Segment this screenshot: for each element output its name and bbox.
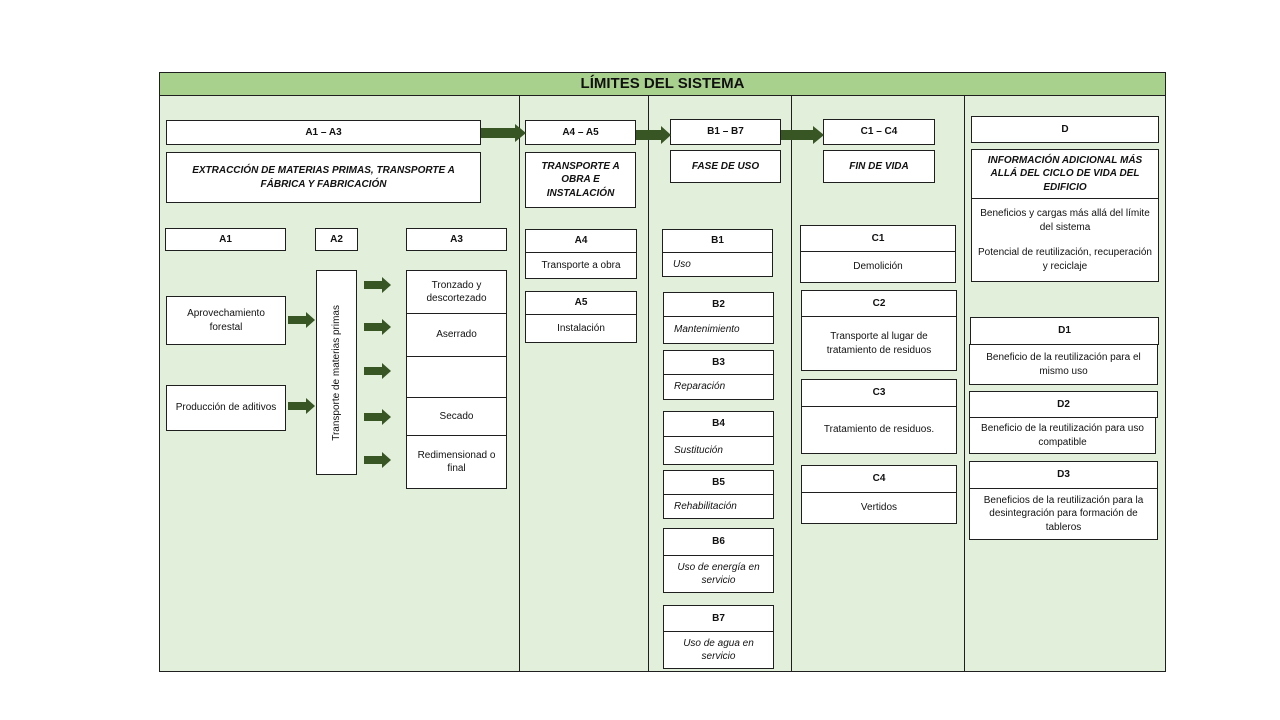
module-b2-header: B2 xyxy=(663,292,774,317)
arrow-a5-to-b1-icon xyxy=(636,126,671,144)
stage-d-description: INFORMACIÓN ADICIONAL MÁS ALLÁ DEL CICLO… xyxy=(971,149,1159,199)
stage-a1-a3-header: A1 – A3 xyxy=(166,120,481,145)
arrow-a1-to-a2-icon xyxy=(288,398,315,414)
module-c4-header: C4 xyxy=(801,465,957,493)
a2-transport-label: Transporte de materias primas xyxy=(330,304,342,441)
stage-a4-a5-description: TRANSPORTE A OBRA E INSTALACIÓN xyxy=(525,152,636,208)
column-divider xyxy=(964,95,965,671)
a1-item-forestry: Aprovechamiento forestal xyxy=(166,296,286,345)
module-b6-header: B6 xyxy=(663,528,774,556)
module-c1-header: C1 xyxy=(800,225,956,252)
stage-c1-c4-description: FIN DE VIDA xyxy=(823,150,935,183)
module-b1-header: B1 xyxy=(662,229,773,253)
stage-d-detail: Beneficios y cargas más allá del límite … xyxy=(971,198,1159,282)
module-a1-header: A1 xyxy=(165,228,286,251)
module-b3-label: Reparación xyxy=(663,374,774,400)
module-b7-label: Uso de agua en servicio xyxy=(663,631,774,669)
module-b1-label: Uso xyxy=(662,252,773,277)
module-b4-header: B4 xyxy=(663,411,774,437)
module-c1-label: Demolición xyxy=(800,251,956,283)
arrow-b7-to-c1-icon xyxy=(781,126,824,144)
column-divider xyxy=(519,95,520,671)
module-d1-label: Beneficio de la reutilización para el mi… xyxy=(969,344,1158,385)
stage-a1-a3-description: EXTRACCIÓN DE MATERIAS PRIMAS, TRANSPORT… xyxy=(166,152,481,203)
arrow-a2-to-a3-icon xyxy=(364,409,391,425)
module-b4-label: Sustitución xyxy=(663,436,774,465)
arrow-a2-to-a3-icon xyxy=(364,277,391,293)
module-b3-header: B3 xyxy=(663,350,774,375)
a2-transport-box: Transporte de materias primas xyxy=(316,270,357,475)
arrow-a3-to-a4-icon xyxy=(481,124,526,142)
stage-d-potential-text: Potencial de reutilización, recuperación… xyxy=(978,247,1152,272)
arrow-a2-to-a3-icon xyxy=(364,319,391,335)
module-a2-header: A2 xyxy=(315,228,358,251)
module-a4-label: Transporte a obra xyxy=(525,252,637,279)
module-d3-header: D3 xyxy=(969,461,1158,489)
stage-b1-b7-description: FASE DE USO xyxy=(670,150,781,183)
module-a5-label: Instalación xyxy=(525,314,637,343)
a3-item-blank xyxy=(406,356,507,398)
module-b5-header: B5 xyxy=(663,470,774,495)
diagram-title: LÍMITES DEL SISTEMA xyxy=(160,73,1165,96)
a3-item-resizing: Redimensionad o final xyxy=(406,435,507,489)
stage-d-benefits-text: Beneficios y cargas más allá del límite … xyxy=(980,208,1150,233)
module-c4-label: Vertidos xyxy=(801,492,957,524)
module-c2-header: C2 xyxy=(801,290,957,317)
module-c3-label: Tratamiento de residuos. xyxy=(801,406,957,454)
a3-item-sawing: Aserrado xyxy=(406,313,507,357)
module-d3-label: Beneficios de la reutilización para la d… xyxy=(969,488,1158,540)
module-d2-header: D2 xyxy=(969,391,1158,418)
module-a4-header: A4 xyxy=(525,229,637,253)
arrow-a2-to-a3-icon xyxy=(364,363,391,379)
column-divider xyxy=(791,95,792,671)
module-d1-header: D1 xyxy=(970,317,1159,345)
column-divider xyxy=(648,95,649,671)
stage-a4-a5-header: A4 – A5 xyxy=(525,120,636,145)
module-a5-header: A5 xyxy=(525,291,637,315)
arrow-a1-to-a2-icon xyxy=(288,312,315,328)
stage-b1-b7-header: B1 – B7 xyxy=(670,119,781,145)
module-d2-label: Beneficio de la reutilización para uso c… xyxy=(969,417,1156,454)
module-a3-header: A3 xyxy=(406,228,507,251)
stage-c1-c4-header: C1 – C4 xyxy=(823,119,935,145)
module-c3-header: C3 xyxy=(801,379,957,407)
a3-item-drying: Secado xyxy=(406,397,507,436)
module-b2-label: Mantenimiento xyxy=(663,316,774,344)
system-boundary-diagram: LÍMITES DEL SISTEMA A1 – A3 EXTRACCIÓN D… xyxy=(159,72,1166,672)
arrow-a2-to-a3-icon xyxy=(364,452,391,468)
module-b7-header: B7 xyxy=(663,605,774,632)
stage-d-header: D xyxy=(971,116,1159,143)
module-b5-label: Rehabilitación xyxy=(663,494,774,519)
a1-item-additives: Producción de aditivos xyxy=(166,385,286,431)
module-c2-label: Transporte al lugar de tratamiento de re… xyxy=(801,316,957,371)
module-b6-label: Uso de energía en servicio xyxy=(663,555,774,593)
a3-item-crosscut: Tronzado y descortezado xyxy=(406,270,507,314)
